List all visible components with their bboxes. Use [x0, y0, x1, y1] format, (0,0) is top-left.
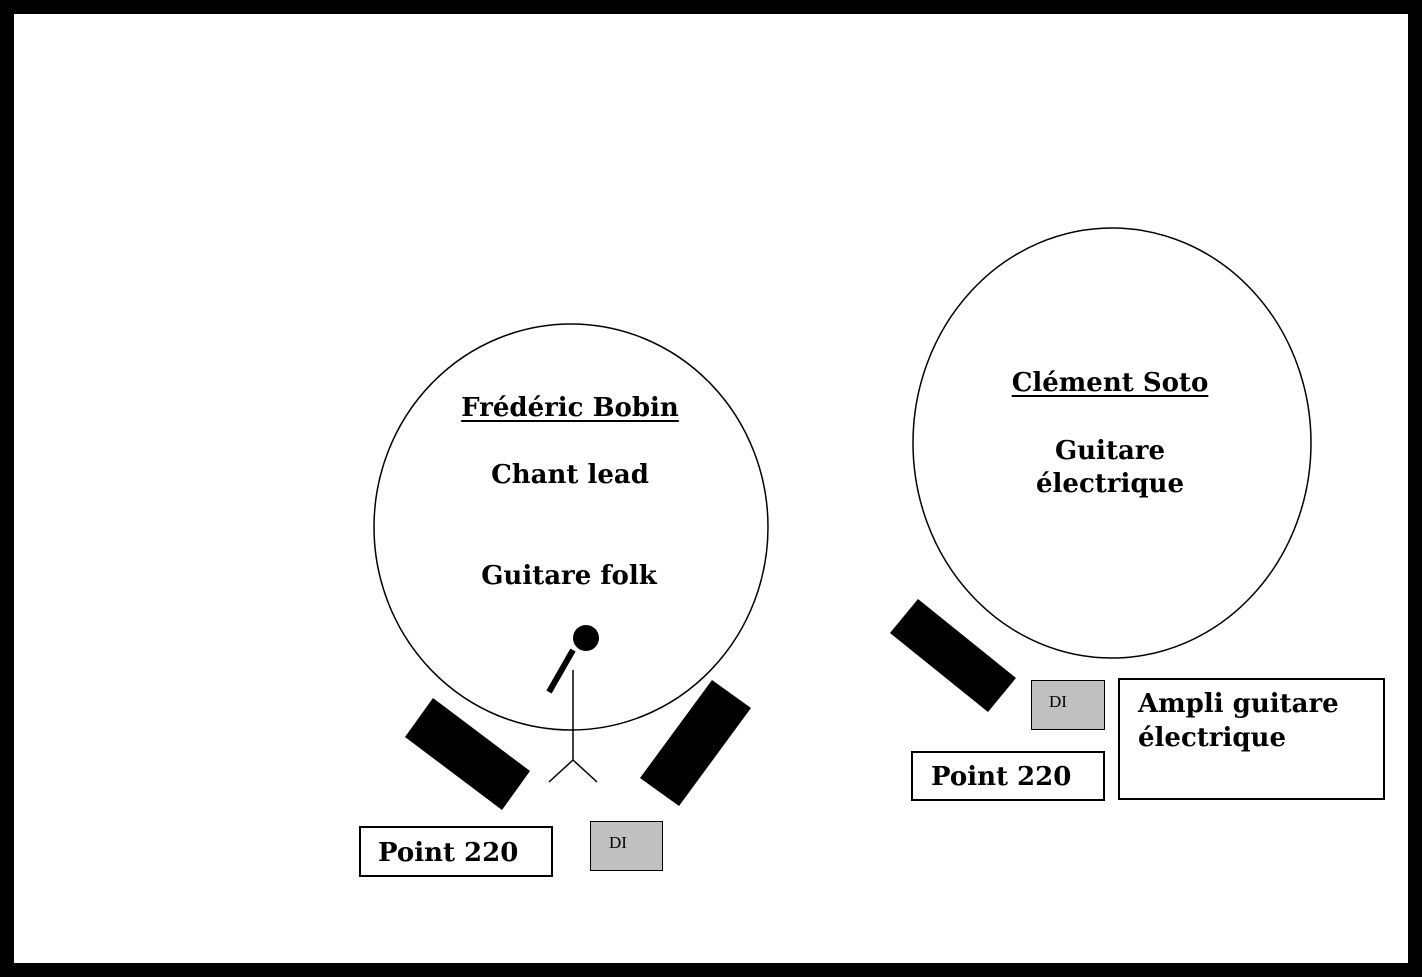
di-box: DI	[590, 821, 663, 871]
power-outlet-label: Point 220	[931, 762, 1072, 792]
microphone-icon	[546, 648, 576, 694]
musician-role: Chant lead	[491, 460, 649, 490]
musician-role: Guitare	[1054, 436, 1166, 466]
amp-label-line1: Ampli guitare	[1138, 689, 1339, 719]
power-outlet-box: Point 220	[911, 751, 1105, 801]
wedge-monitor-icon	[640, 680, 751, 806]
musician-area-clement-soto	[912, 227, 1312, 659]
musician-name: Frédéric Bobin	[461, 393, 679, 423]
di-label: DI	[609, 833, 627, 852]
musician-area-frederic-bobin	[373, 323, 769, 731]
guitar-amp-box: Ampli guitare électrique	[1118, 678, 1385, 800]
di-box: DI	[1031, 680, 1105, 730]
singer-leg-left	[548, 759, 574, 783]
power-outlet-label: Point 220	[378, 838, 519, 868]
power-outlet-box: Point 220	[359, 826, 553, 877]
wedge-monitor-icon	[405, 698, 530, 810]
amp-label-line2: électrique	[1138, 723, 1287, 753]
wedge-monitor-icon	[890, 599, 1016, 712]
musician-role: électrique	[1035, 469, 1184, 499]
singer-leg-right	[572, 759, 598, 783]
stick-figure-singer-icon	[546, 625, 599, 783]
di-label: DI	[1049, 692, 1067, 711]
musician-name: Clément Soto	[1011, 368, 1209, 398]
singer-head	[573, 625, 599, 651]
musician-role: Guitare folk	[481, 561, 657, 591]
